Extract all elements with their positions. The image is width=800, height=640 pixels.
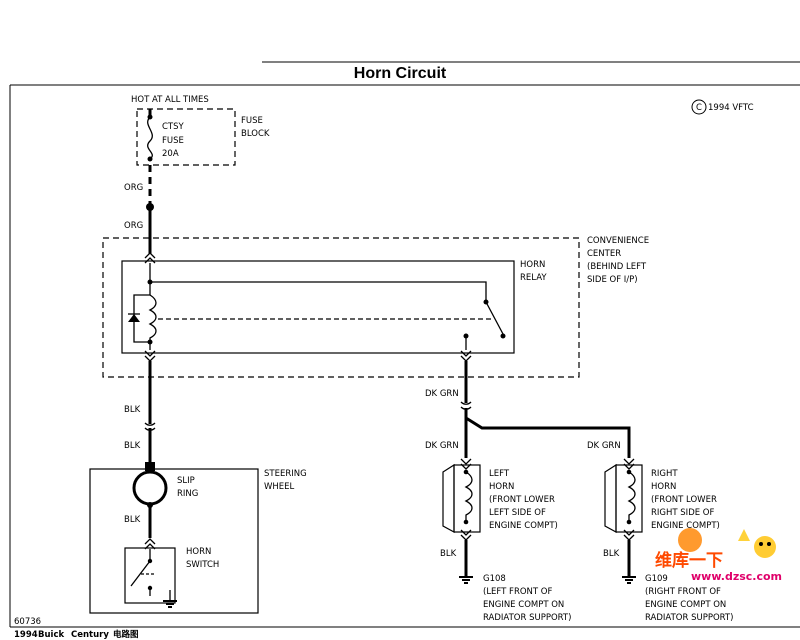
- copyright-icon: [691, 99, 707, 115]
- relay-input-connector: [144, 252, 156, 264]
- horn-relay-label-1: HORN: [520, 260, 545, 270]
- horn-switch-label-1: HORN: [186, 547, 211, 557]
- right-horn-label-4: RIGHT SIDE OF: [651, 508, 714, 518]
- steering-wheel-label-2: WHEEL: [264, 482, 295, 492]
- left-horn-icon: [442, 463, 481, 534]
- left-horn-label-3: (FRONT LOWER: [489, 495, 555, 505]
- blk-wire-label-1: BLK: [124, 405, 141, 415]
- fuse-rating-label: 20A: [162, 149, 179, 159]
- horn-switch-label-2: SWITCH: [186, 560, 219, 570]
- ground-g109-icon: [622, 576, 636, 584]
- right-horn-label-1: RIGHT: [651, 469, 678, 479]
- steering-wheel: [89, 468, 259, 614]
- horn-relay-label-2: RELAY: [520, 273, 547, 283]
- slip-ring-label-2: RING: [177, 489, 198, 499]
- dkgrn-wire-label-2: DK GRN: [425, 441, 459, 451]
- right-horn-label-3: (FRONT LOWER: [651, 495, 717, 505]
- diagram-code: 60736: [14, 617, 41, 627]
- convenience-center-label-4: SIDE OF I/P): [587, 275, 638, 285]
- horn-switch-blade: [130, 560, 151, 587]
- footer-year: 1994: [14, 630, 38, 640]
- copyright-text: 1994 VFTC: [708, 103, 754, 113]
- hot-at-all-times-label: HOT AT ALL TIMES: [131, 95, 209, 105]
- watermark-logo: 维库一下 www.dzsc.com: [655, 528, 782, 583]
- footer-model: Century: [71, 630, 109, 640]
- fuse-block-label-2: BLOCK: [241, 129, 270, 139]
- right-horn-icon: [604, 463, 643, 534]
- left-horn-coil: [464, 471, 473, 522]
- blk-wire-label-left: BLK: [440, 549, 457, 559]
- slip-ring-label-1: SLIP: [177, 476, 195, 486]
- ground-icon: [163, 600, 177, 608]
- copyright-symbol: C: [696, 103, 702, 113]
- dkgrn-wire-branch: [465, 416, 631, 458]
- right-horn-label-2: HORN: [651, 482, 676, 492]
- org-wire-label-1: ORG: [124, 183, 143, 193]
- ground-g108-icon: [459, 576, 473, 584]
- convenience-center-label-1: CONVENIENCE: [587, 236, 649, 246]
- relay-contact-line: [150, 281, 487, 300]
- footer-suffix: 电路图: [113, 629, 139, 640]
- dkgrn-wire-label-1: DK GRN: [425, 389, 459, 399]
- left-horn-label-5: ENGINE COMPT): [489, 521, 558, 531]
- relay-coil: [148, 294, 157, 342]
- g108-label-2: (LEFT FRONT OF: [483, 587, 552, 597]
- convenience-center-label-2: CENTER: [587, 249, 621, 259]
- left-horn-label-2: HORN: [489, 482, 514, 492]
- g109-label-2: (RIGHT FRONT OF: [645, 587, 721, 597]
- footer-make: Buick: [38, 630, 64, 640]
- convenience-center: [102, 237, 580, 378]
- watermark-text: 维库一下: [655, 550, 723, 571]
- g109-label-4: RADIATOR SUPPORT): [645, 613, 733, 623]
- dkgrn-wire-label-3: DK GRN: [587, 441, 621, 451]
- fuse-block-label-1: FUSE: [241, 116, 263, 126]
- steering-wheel-label-1: STEERING: [264, 469, 307, 479]
- blk-wire-label-2: BLK: [124, 441, 141, 451]
- org-wire-label-2: ORG: [124, 221, 143, 231]
- right-horn-label-5: ENGINE COMPT): [651, 521, 720, 531]
- relay-switch-blade: [485, 301, 504, 335]
- convenience-center-label-3: (BEHIND LEFT: [587, 262, 647, 272]
- diagram-title: Horn Circuit: [354, 65, 447, 82]
- fuse-element: [147, 116, 153, 160]
- horn-relay: [121, 260, 515, 354]
- blk-wire-label-right: BLK: [603, 549, 620, 559]
- g108-label-1: G108: [483, 574, 506, 584]
- g108-label-3: ENGINE COMPT ON: [483, 600, 564, 610]
- g108-label-4: RADIATOR SUPPORT): [483, 613, 571, 623]
- g109-label-1: G109: [645, 574, 668, 584]
- slip-ring-brush: [145, 462, 155, 471]
- left-horn-label-4: LEFT SIDE OF: [489, 508, 546, 518]
- fuse-ctsy-label: CTSY: [162, 122, 185, 132]
- fuse-name-label: FUSE: [162, 136, 184, 146]
- watermark-url: www.dzsc.com: [691, 570, 782, 583]
- right-horn-coil: [627, 471, 636, 522]
- horn-switch: [124, 547, 176, 604]
- slip-ring: [132, 470, 168, 506]
- blk-wire-label-3: BLK: [124, 515, 141, 525]
- left-horn-label-1: LEFT: [489, 469, 510, 479]
- diode-icon: [128, 314, 140, 322]
- fuse-block: [136, 108, 236, 166]
- mascot-icon: [678, 528, 702, 552]
- g109-label-3: ENGINE COMPT ON: [645, 600, 726, 610]
